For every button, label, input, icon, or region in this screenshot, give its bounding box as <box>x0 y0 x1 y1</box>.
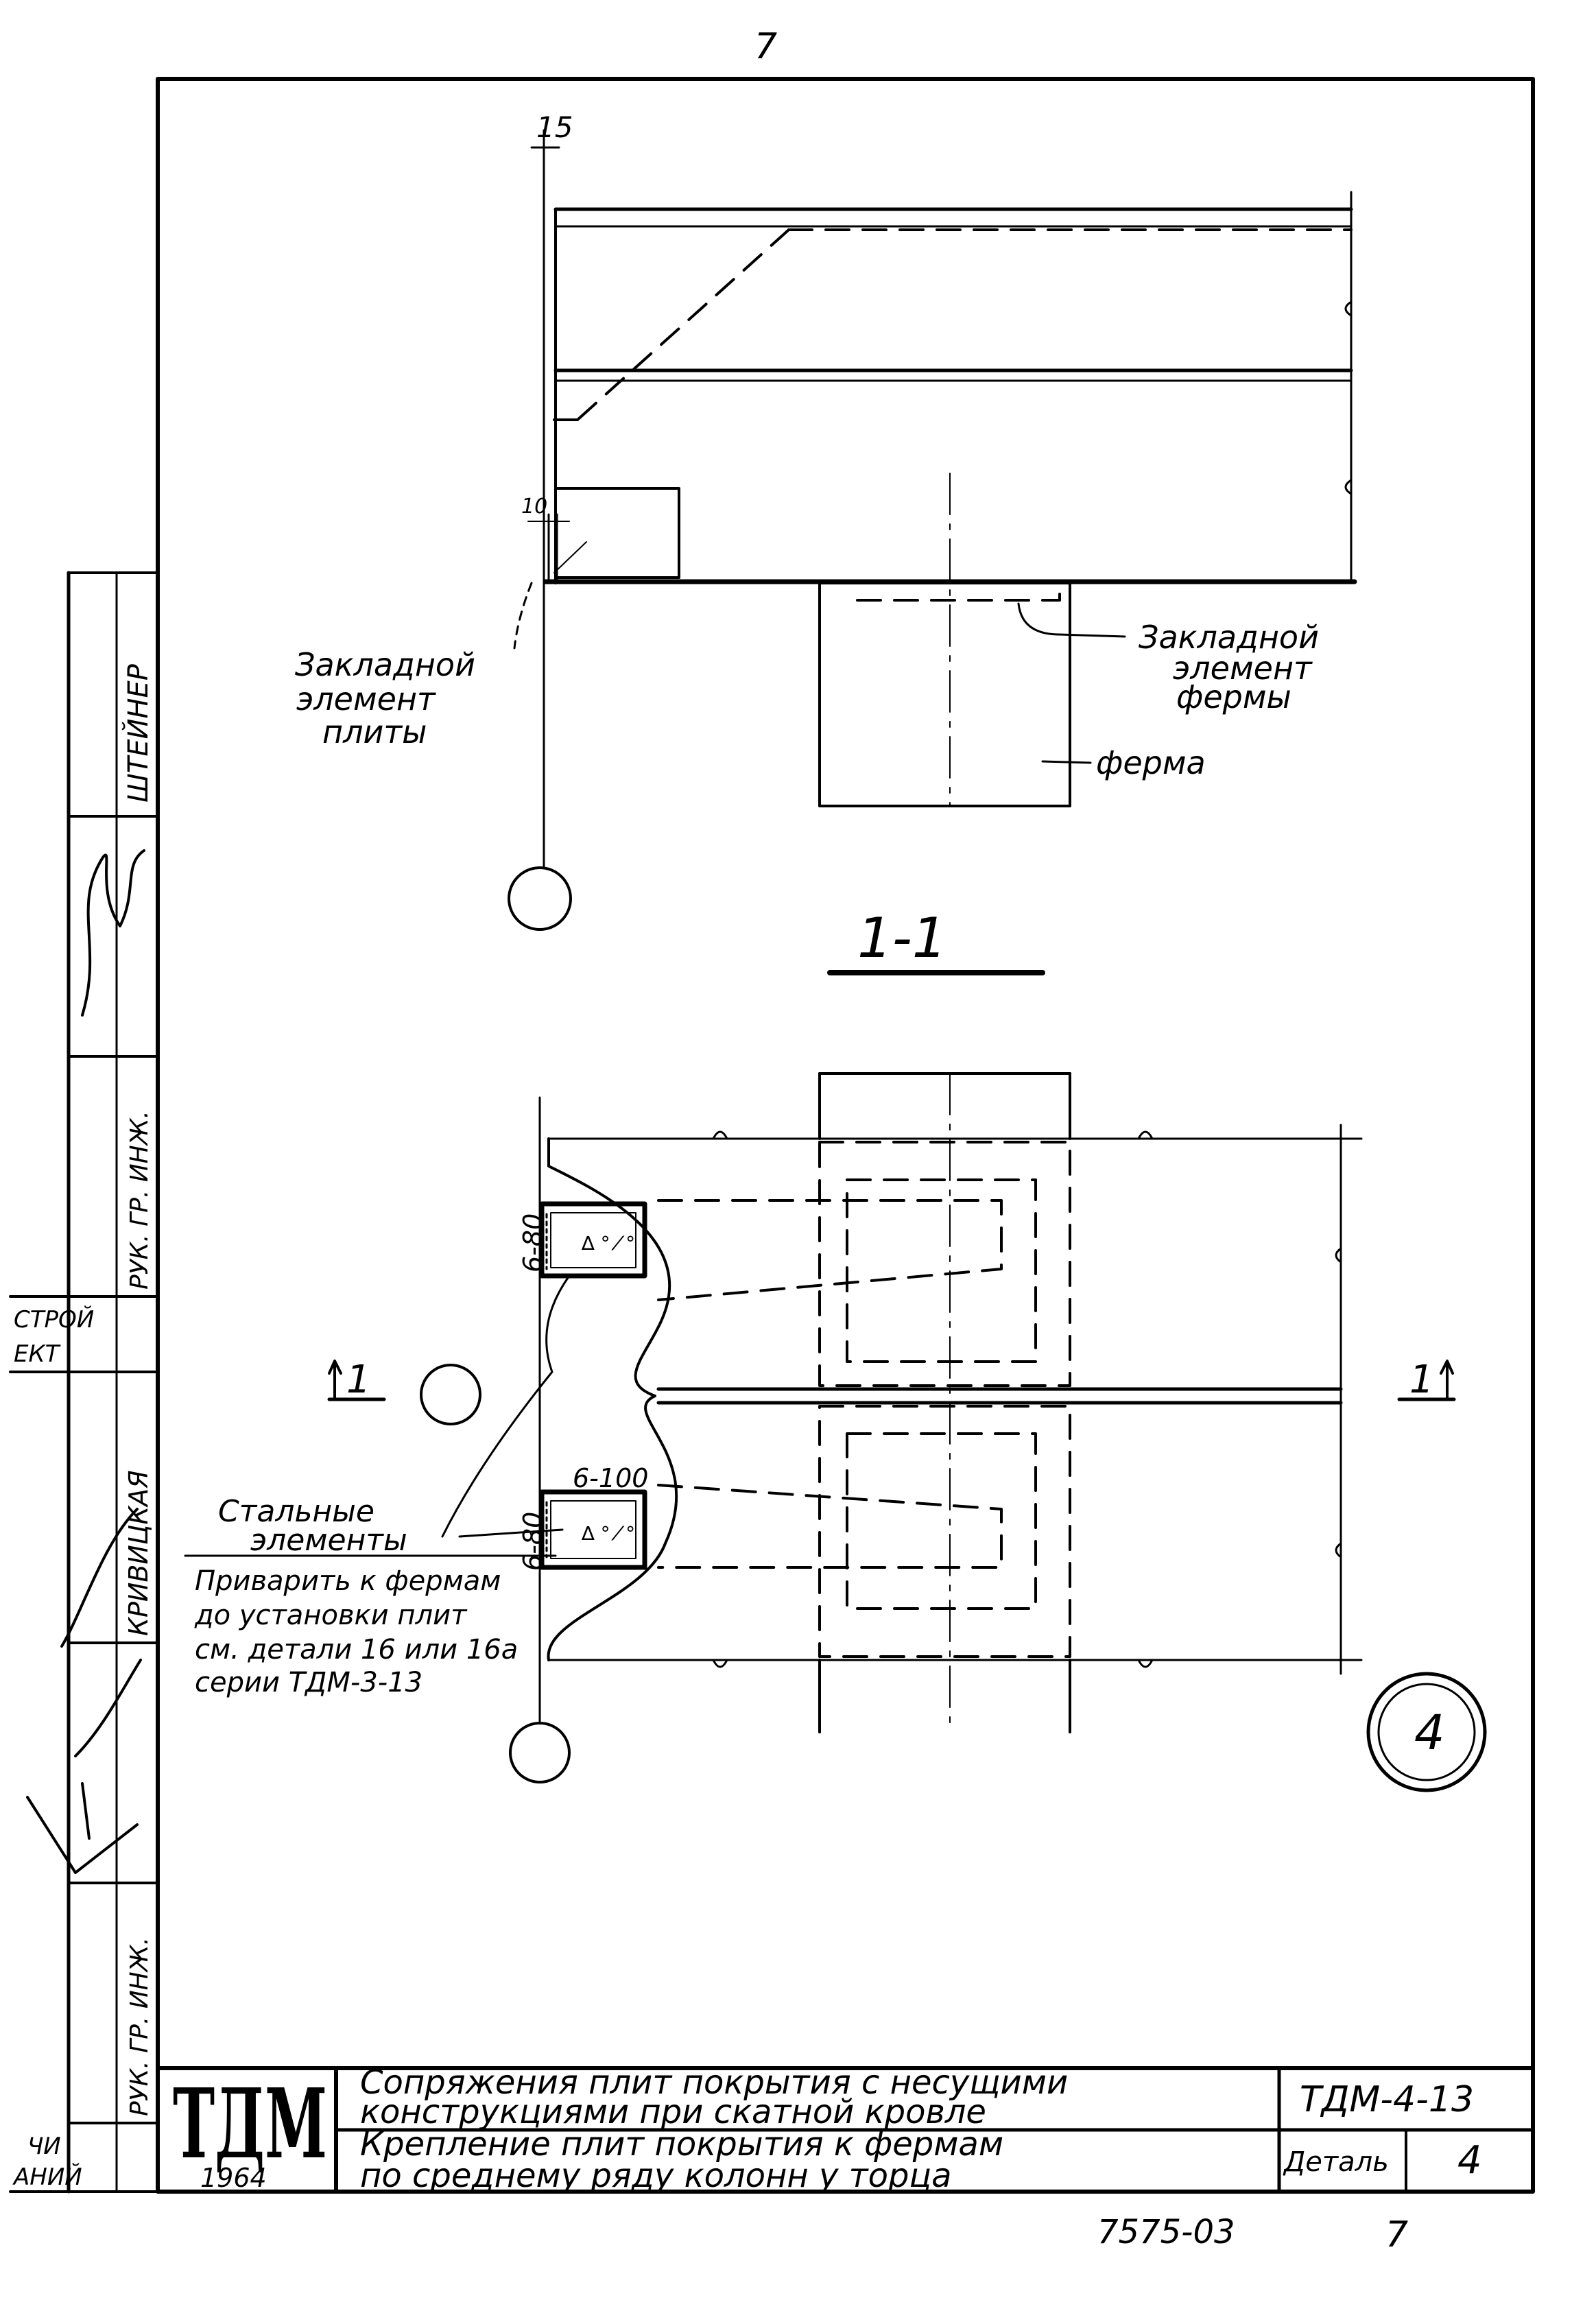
stamp-row1: ШТЕЙНЕР <box>121 663 154 803</box>
stamp-row2: РУК. ГР. ИНЖ. <box>126 1111 154 1290</box>
section-view: 15 10 <box>508 110 1357 931</box>
label-weld-note: Приварить к фермам до установки плит см.… <box>194 1565 527 1698</box>
stamp-row3b: ЕКТ <box>14 1340 61 1368</box>
dim-10: 10 <box>521 495 547 519</box>
title-series: ТДМ-4-13 <box>1300 2079 1474 2120</box>
title-detail-label: Деталь <box>1283 2146 1389 2178</box>
dim-bottom-plate-h: 6-100 <box>573 1463 648 1493</box>
footer-code: 7575-03 <box>1097 2213 1235 2251</box>
truss-section <box>818 582 1071 807</box>
axis-number: 15 <box>536 110 573 144</box>
title-block <box>156 2066 1535 2194</box>
plate-embed-block <box>554 487 680 579</box>
detail-circle-outer <box>1366 1672 1487 1792</box>
label-plate-embed: Закладной элемент плиты <box>295 646 486 750</box>
section-title: 1-1 <box>857 906 947 970</box>
dim-bottom-plate-v: 6-80 <box>518 1512 548 1571</box>
title-sub: Крепление плит покрытия к фермам по сред… <box>360 2125 1014 2195</box>
svg-text:∆ ° ⁄ °: ∆ ° ⁄ ° <box>581 1522 635 1545</box>
label-truss-embed: Закладной элемент фермы <box>1139 619 1329 715</box>
steel-plate-bottom <box>539 1489 647 1570</box>
stamp-row4: КРИВИЦКАЯ <box>123 1470 154 1636</box>
title-detail-no: 4 <box>1457 2138 1482 2183</box>
stamp-row6a: ЧИ <box>27 2133 61 2160</box>
label-truss: ферма <box>1096 744 1206 781</box>
side-stamp <box>9 571 159 2194</box>
page-number-top: 7 <box>754 26 777 67</box>
title-main: Сопряжения плит покрытия с несущими конс… <box>360 2063 1078 2131</box>
stamp-row5: РУК. ГР. ИНЖ. <box>126 1937 154 2116</box>
title-year: 1964 <box>200 2163 267 2193</box>
footer-page: 7 <box>1385 2214 1408 2255</box>
steel-plate-top <box>539 1201 647 1279</box>
title-logo: ТДМ <box>173 2068 327 2181</box>
axis-bubble-middle <box>420 1364 481 1425</box>
detail-circle-inner <box>1377 1683 1476 1781</box>
section-marker-right: 1 <box>1409 1358 1434 1402</box>
section-marker-left: 1 <box>346 1358 371 1402</box>
axis-bubble-top <box>508 866 572 931</box>
detail-circle-number: 4 <box>1414 1705 1445 1761</box>
svg-text:∆ ° ⁄ °: ∆ ° ⁄ ° <box>581 1232 635 1255</box>
axis-bubble-bottom <box>509 1722 571 1783</box>
stamp-row6b: АНИЙ <box>12 2163 82 2191</box>
sheet-frame <box>156 77 1535 2194</box>
label-steel-elements: Стальные элементы <box>218 1494 407 1558</box>
stamp-row3: СТРОЙ <box>14 1305 94 1333</box>
dim-top-plate: 6-80 <box>518 1213 548 1272</box>
plan-view: ∆ ° ⁄ ° ∆ ° ⁄ ° 1 1 <box>327 1072 1456 1783</box>
